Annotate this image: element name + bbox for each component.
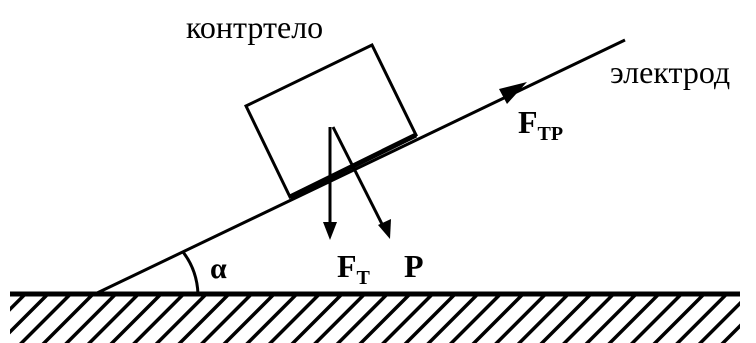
gravity-force-subscript: Т bbox=[357, 267, 371, 289]
friction-force-subscript: ТР bbox=[538, 123, 564, 145]
gravity-force-label: FТ bbox=[337, 248, 371, 289]
weight-arrow bbox=[331, 126, 391, 239]
friction-force-label: FТР bbox=[518, 104, 563, 145]
angle-label: α bbox=[210, 252, 227, 285]
friction-force-arrowhead bbox=[499, 82, 527, 104]
counterbody-label: контртело bbox=[186, 9, 323, 45]
angle-arc bbox=[181, 251, 200, 295]
ground-hatching bbox=[10, 295, 740, 343]
electrode-line bbox=[94, 38, 626, 296]
counterbody-block bbox=[243, 42, 419, 200]
gravity-force-arrow bbox=[323, 127, 337, 240]
ground bbox=[10, 291, 740, 343]
electrode-label: электрод bbox=[610, 54, 730, 90]
gravity-force-letter: F bbox=[337, 248, 357, 284]
weight-label: P bbox=[404, 248, 424, 284]
friction-force-letter: F bbox=[518, 104, 538, 140]
